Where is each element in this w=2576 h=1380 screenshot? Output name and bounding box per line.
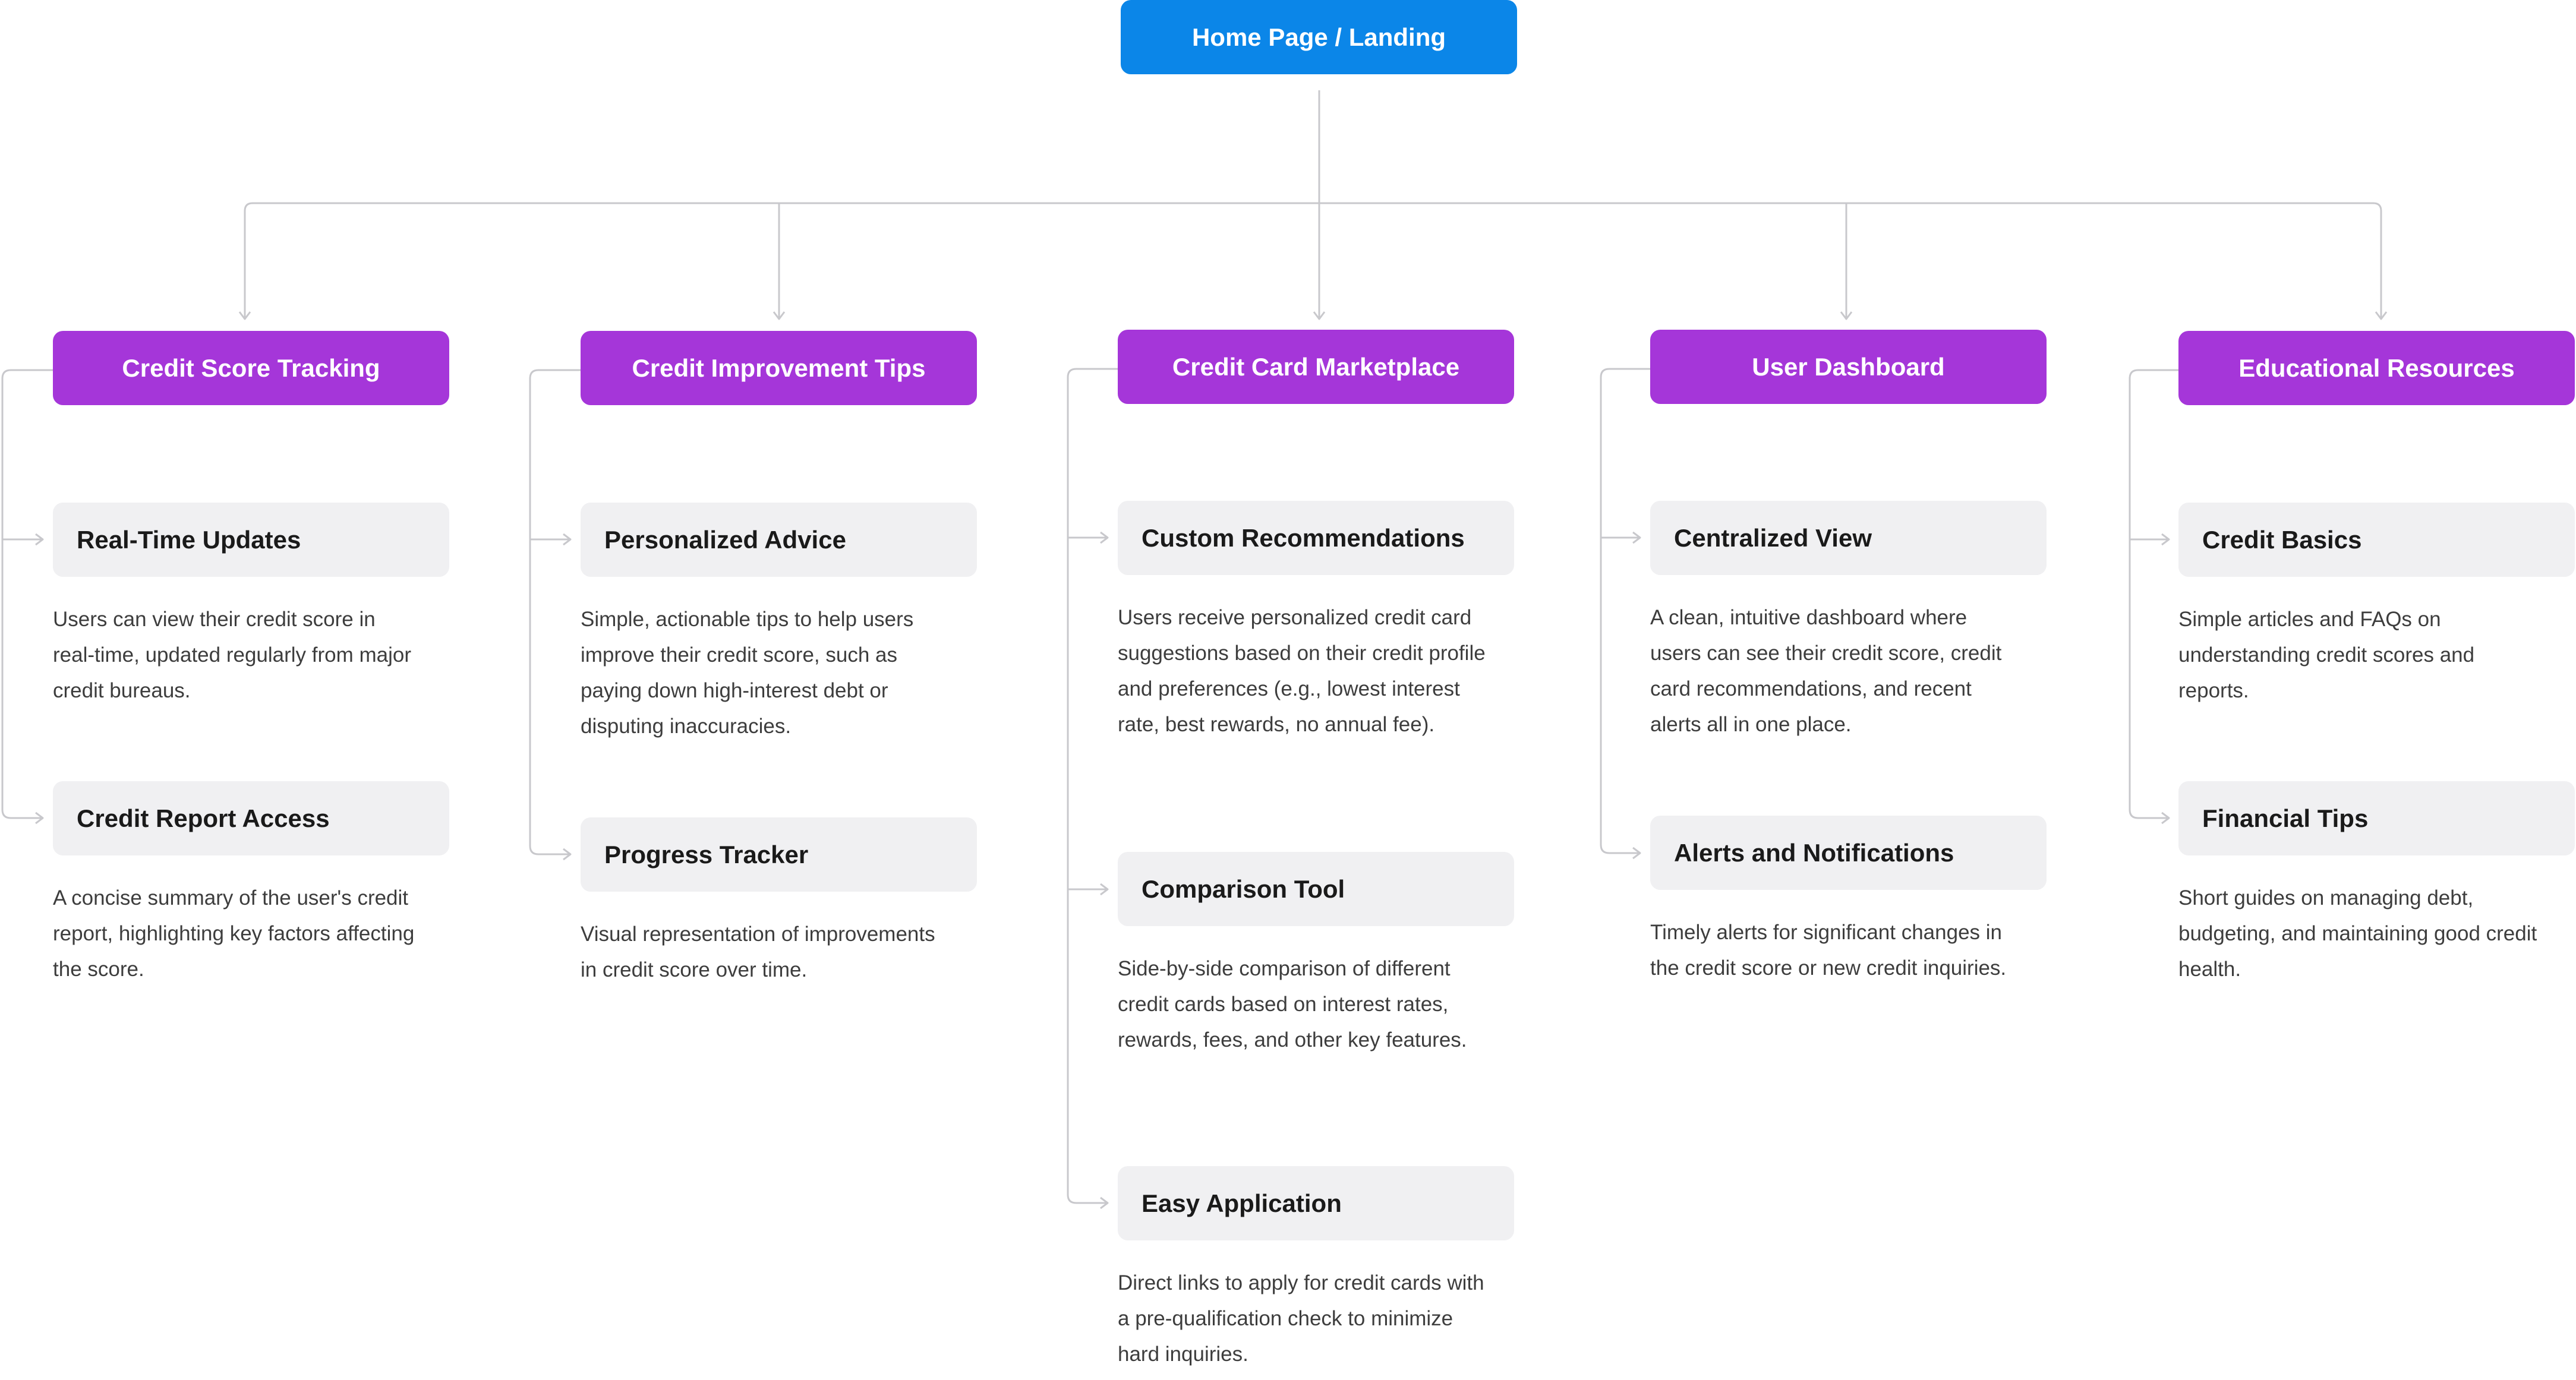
- item-custom-recommendations: Custom Recommendations: [1118, 501, 1514, 575]
- item-financial-tips: Financial Tips: [2178, 781, 2575, 855]
- desc-credit-basics: Simple articles and FAQs on understandin…: [2178, 608, 2475, 702]
- item-comparison-tool: Comparison Tool: [1118, 852, 1514, 926]
- item-centralized-view: Centralized View: [1650, 501, 2047, 575]
- branch-arrow-0-1: [35, 811, 44, 825]
- rail-line-0: [1, 369, 53, 819]
- drop-arrow-1: [773, 311, 786, 320]
- drop-arrow-3: [1840, 311, 1853, 320]
- rail-line-2: [1067, 368, 1118, 1204]
- desc-easy-application: Direct links to apply for credit cards w…: [1118, 1271, 1484, 1366]
- drop-arrow-0: [238, 311, 251, 320]
- rail-line-4: [2129, 369, 2180, 819]
- item-credit-report-access: Credit Report Access: [53, 781, 449, 855]
- branch-arrow-2-0: [1100, 531, 1109, 544]
- category-credit-score-tracking: Credit Score Tracking: [53, 331, 449, 405]
- branch-arrow-2-1: [1100, 883, 1109, 896]
- item-credit-basics: Credit Basics: [2178, 503, 2575, 577]
- category-credit-improvement-tips: Credit Improvement Tips: [581, 331, 977, 405]
- desc-comparison-tool: Side-by-side comparison of different cre…: [1118, 957, 1467, 1051]
- drop-arrow-2: [1313, 311, 1326, 320]
- item-personalized-advice: Personalized Advice: [581, 503, 977, 577]
- branch-arrow-4-1: [2161, 811, 2170, 825]
- branch-arrow-2-2: [1100, 1196, 1109, 1210]
- category-educational-resources: Educational Resources: [2178, 331, 2575, 405]
- branch-arrow-1-1: [563, 848, 572, 861]
- desc-financial-tips: Short guides on managing debt, budgeting…: [2178, 886, 2537, 981]
- desc-credit-report-access: A concise summary of the user's credit r…: [53, 886, 415, 981]
- drop-arrow-4: [2375, 311, 2388, 320]
- branch-arrow-3-1: [1632, 847, 1641, 860]
- item-easy-application: Easy Application: [1118, 1166, 1514, 1240]
- desc-alerts-and-notifications: Timely alerts for significant changes in…: [1650, 921, 2007, 980]
- branch-arrow-0-0: [35, 533, 44, 546]
- branch-arrow-4-0: [2161, 533, 2170, 546]
- rail-line-3: [1600, 368, 1651, 854]
- branch-arrow-1-0: [563, 533, 572, 546]
- desc-personalized-advice: Simple, actionable tips to help users im…: [581, 608, 914, 738]
- bus-line: [244, 202, 2382, 318]
- rail-line-1: [529, 369, 581, 855]
- item-real-time-updates: Real-Time Updates: [53, 503, 449, 577]
- category-user-dashboard: User Dashboard: [1650, 330, 2047, 404]
- item-alerts-and-notifications: Alerts and Notifications: [1650, 816, 2047, 890]
- branch-arrow-3-0: [1632, 531, 1641, 544]
- desc-progress-tracker: Visual representation of improvements in…: [581, 923, 935, 981]
- root-node-home: Home Page / Landing: [1121, 0, 1517, 74]
- item-progress-tracker: Progress Tracker: [581, 817, 977, 892]
- category-credit-card-marketplace: Credit Card Marketplace: [1118, 330, 1514, 404]
- desc-real-time-updates: Users can view their credit score in rea…: [53, 608, 412, 702]
- desc-centralized-view: A clean, intuitive dashboard where users…: [1650, 606, 2002, 736]
- desc-custom-recommendations: Users receive personalized credit card s…: [1118, 606, 1486, 736]
